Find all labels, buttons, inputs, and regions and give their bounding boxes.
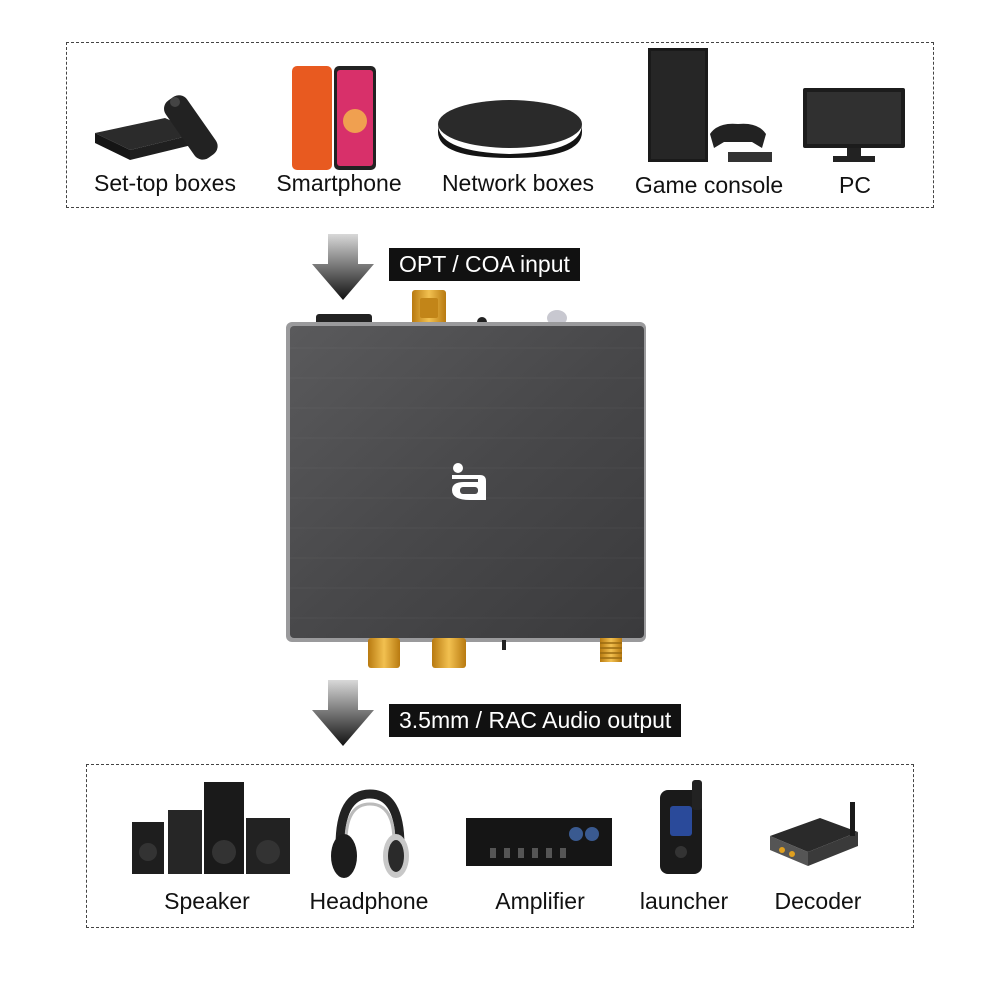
arrow-down-icon	[312, 234, 374, 300]
output-label-headphone: Headphone	[309, 888, 429, 914]
output-label-launcher: launcher	[639, 888, 729, 914]
output-devices-box	[86, 764, 914, 928]
speaker-icon	[132, 782, 290, 874]
dac-converter-device	[286, 290, 646, 668]
decoder-icon	[770, 802, 858, 866]
input-label-smartphone: Smartphone	[276, 170, 402, 196]
input-tag: OPT / COA input	[389, 248, 580, 281]
input-label-game-console: Game console	[634, 172, 784, 198]
output-label-speaker: Speaker	[164, 888, 250, 914]
headphone-icon	[331, 789, 409, 878]
set-top-box-icon	[95, 95, 218, 160]
input-label-network-boxes: Network boxes	[441, 170, 595, 196]
amplifier-icon	[466, 818, 612, 866]
arrow-down-icon	[312, 680, 374, 746]
bluetooth-launcher-icon	[660, 780, 702, 874]
input-sources-box	[66, 42, 934, 208]
input-label-pc: PC	[839, 172, 871, 198]
input-label-set-top-boxes: Set-top boxes	[94, 170, 236, 196]
output-label-amplifier: Amplifier	[495, 888, 585, 914]
output-label-decoder: Decoder	[774, 888, 862, 914]
network-box-icon	[438, 100, 582, 158]
smartphone-icon	[292, 66, 376, 170]
pc-monitor-icon	[803, 88, 905, 162]
output-tag: 3.5mm / RAC Audio output	[389, 704, 682, 737]
game-console-icon	[648, 48, 772, 162]
brand-logo-icon	[452, 463, 486, 500]
